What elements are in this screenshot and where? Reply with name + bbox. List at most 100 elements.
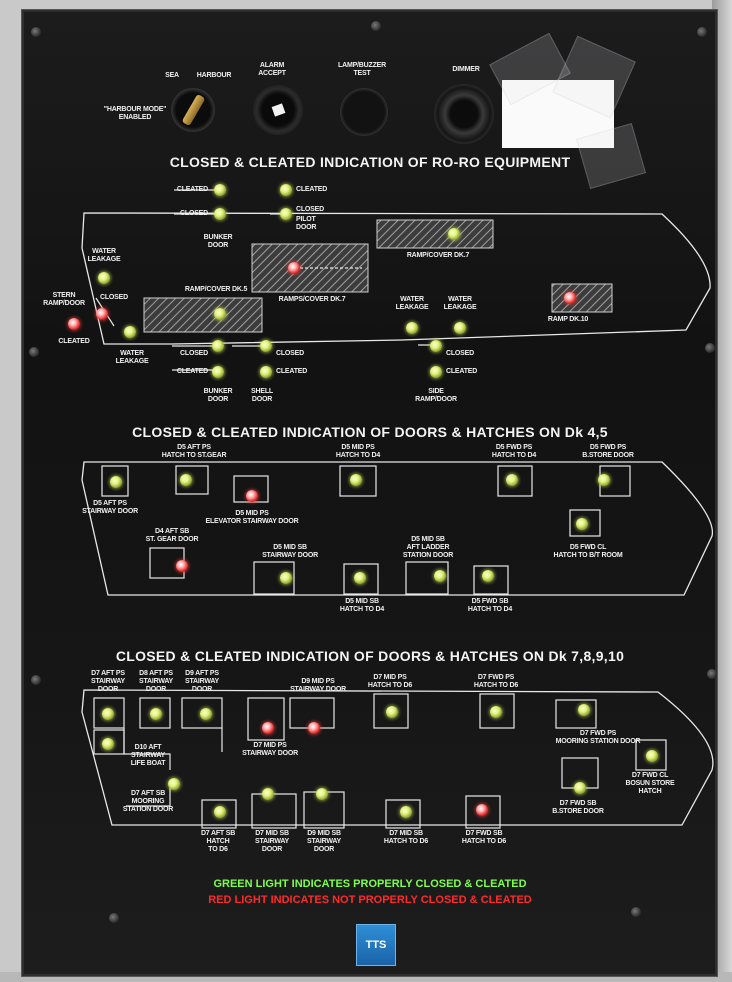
alarm-accept-label: ALARM ACCEPT <box>258 62 286 77</box>
indicator-lamp-green <box>506 474 518 486</box>
d5-fwd-sb-hatch-label: D5 FWD SB HATCH TO D4 <box>467 598 513 613</box>
d5-aft-ps-stairway-label: D5 AFT PS STAIRWAY DOOR <box>82 500 138 515</box>
screw-icon <box>29 347 39 357</box>
closed-label: CLOSED <box>296 206 324 213</box>
indicator-lamp-green <box>110 476 122 488</box>
ramps-cover-dk7-label: RAMPS/COVER DK.7 <box>278 296 346 303</box>
d7-fwd-cl-label: D7 FWD CL BOSUN STORE HATCH <box>625 772 675 795</box>
indicator-lamp-green <box>180 474 192 486</box>
indicator-lamp-red <box>476 804 488 816</box>
indicator-lamp-green <box>102 738 114 750</box>
water-leakage-label: WATER LEAKAGE <box>395 296 429 311</box>
indicator-lamp-green <box>214 208 226 220</box>
indicator-lamp-green <box>150 708 162 720</box>
indicator-lamp-green <box>406 322 418 334</box>
indication-panel: SEA HARBOUR "HARBOUR MODE" ENABLED ALARM… <box>22 10 717 976</box>
screw-icon <box>705 343 715 353</box>
d7-mid-sb-stairway-label: D7 MID SB STAIRWAY DOOR <box>254 830 290 853</box>
indicator-lamp-green <box>280 208 292 220</box>
indicator-lamp-green <box>260 340 272 352</box>
closed-label: CLOSED <box>180 210 208 217</box>
stern-ramp-door-label: STERN RAMP/DOOR <box>43 292 85 307</box>
indicator-lamp-red <box>288 262 300 274</box>
alarm-accept-button[interactable] <box>253 85 303 135</box>
water-leakage-label: WATER LEAKAGE <box>443 296 477 311</box>
screw-icon <box>697 27 707 37</box>
screw-icon <box>31 27 41 37</box>
d7-fwd-ps-hatch-label: D7 FWD PS HATCH TO D6 <box>473 674 519 689</box>
legend-red-text: RED LIGHT INDICATES NOT PROPERLY CLOSED … <box>208 894 532 906</box>
indicator-lamp-green <box>262 788 274 800</box>
screw-icon <box>631 907 641 917</box>
d5-fwd-ps-bstore-label: D5 FWD PS B.STORE DOOR <box>582 444 634 459</box>
cleated-label: CLEATED <box>276 368 308 375</box>
indicator-lamp-green <box>214 806 226 818</box>
selector-sub-label: "HARBOUR MODE" ENABLED <box>103 106 167 121</box>
d5-fwd-cl-label: D5 FWD CL HATCH TO B/T ROOM <box>553 544 623 559</box>
closed-label: CLOSED <box>100 294 128 301</box>
d4-aft-sb-label: D4 AFT SB ST. GEAR DOOR <box>145 528 199 543</box>
d5-mid-sb-stairway-label: D5 MID SB STAIRWAY DOOR <box>262 544 318 559</box>
selector-right-label: HARBOUR <box>196 72 232 79</box>
cleated-label: CLEATED <box>446 368 478 375</box>
d5-mid-ps-elevator-label: D5 MID PS ELEVATOR STAIRWAY DOOR <box>205 510 299 525</box>
lamp-buzzer-test-button[interactable] <box>340 88 388 136</box>
d9-aft-ps-label: D9 AFT PS STAIRWAY DOOR <box>184 670 220 693</box>
indicator-lamp-green <box>574 782 586 794</box>
d7-aft-sb-mooring-label: D7 AFT SB MOORING STATION DOOR <box>122 790 174 813</box>
dimmer-knob[interactable] <box>434 84 494 144</box>
indicator-lamp-green <box>212 340 224 352</box>
indicator-lamp-green <box>260 366 272 378</box>
d9-mid-sb-stairway-label: D9 MID SB STAIRWAY DOOR <box>306 830 342 853</box>
indicator-lamp-red <box>68 318 80 330</box>
indicator-lamp-green <box>454 322 466 334</box>
d7-aft-sb-hatch-label: D7 AFT SB HATCH TO D6 <box>200 830 236 853</box>
indicator-lamp-green <box>448 228 460 240</box>
water-leakage-label: WATER LEAKAGE <box>115 350 149 365</box>
ramp-cover-dk7-top-label: RAMP/COVER DK.7 <box>406 252 470 259</box>
d7-mid-ps-stairway-label: D7 MID PS STAIRWAY DOOR <box>242 742 298 757</box>
d7-mid-sb-hatch-label: D7 MID SB HATCH TO D6 <box>383 830 429 845</box>
indicator-lamp-green <box>212 366 224 378</box>
d5-mid-sb-aft-ladder-label: D5 MID SB AFT LADDER STATION DOOR <box>402 536 454 559</box>
indicator-lamp-green <box>102 708 114 720</box>
indicator-lamp-green <box>578 704 590 716</box>
ramp-dk10-label: RAMP DK.10 <box>547 316 589 323</box>
indicator-lamp-green <box>430 366 442 378</box>
pilot-door-label: PILOT DOOR <box>296 216 317 231</box>
indicator-lamp-green <box>354 572 366 584</box>
d7-mid-ps-hatch-label: D7 MID PS HATCH TO D6 <box>367 674 413 689</box>
cleated-label: CLEATED <box>58 338 90 345</box>
indicator-lamp-red <box>308 722 320 734</box>
indicator-lamp-green <box>124 326 136 338</box>
d5-aft-ps-hatch-label: D5 AFT PS HATCH TO ST.GEAR <box>161 444 227 459</box>
water-leakage-label: WATER LEAKAGE <box>87 248 121 263</box>
legend-green-text: GREEN LIGHT INDICATES PROPERLY CLOSED & … <box>213 878 527 890</box>
indicator-lamp-red <box>564 292 576 304</box>
selector-left-label: SEA <box>165 72 179 79</box>
indicator-lamp-green <box>316 788 328 800</box>
indicator-lamp-green <box>400 806 412 818</box>
white-sticker <box>502 80 614 148</box>
indicator-lamp-green <box>576 518 588 530</box>
harbour-mode-selector-switch[interactable] <box>171 88 215 132</box>
indicator-lamp-red <box>262 722 274 734</box>
indicator-lamp-green <box>350 474 362 486</box>
indicator-lamp-green <box>482 570 494 582</box>
cleated-label: CLEATED <box>176 368 208 375</box>
indicator-lamp-green <box>386 706 398 718</box>
indicator-lamp-green <box>98 272 110 284</box>
indicator-lamp-green <box>214 308 226 320</box>
indicator-lamp-red <box>246 490 258 502</box>
background-floor <box>0 972 732 982</box>
indicator-lamp-green <box>430 340 442 352</box>
closed-label: CLOSED <box>180 350 208 357</box>
indicator-lamp-green <box>280 184 292 196</box>
dimmer-label: DIMMER <box>452 66 480 73</box>
indicator-lamp-green <box>598 474 610 486</box>
bunker-door-label: BUNKER DOOR <box>203 388 233 403</box>
section2-title: CLOSED & CLEATED INDICATION OF DOORS & H… <box>132 424 608 440</box>
cleated-label: CLEATED <box>176 186 208 193</box>
d5-mid-sb-hatch-label: D5 MID SB HATCH TO D4 <box>339 598 385 613</box>
indicator-lamp-green <box>168 778 180 790</box>
